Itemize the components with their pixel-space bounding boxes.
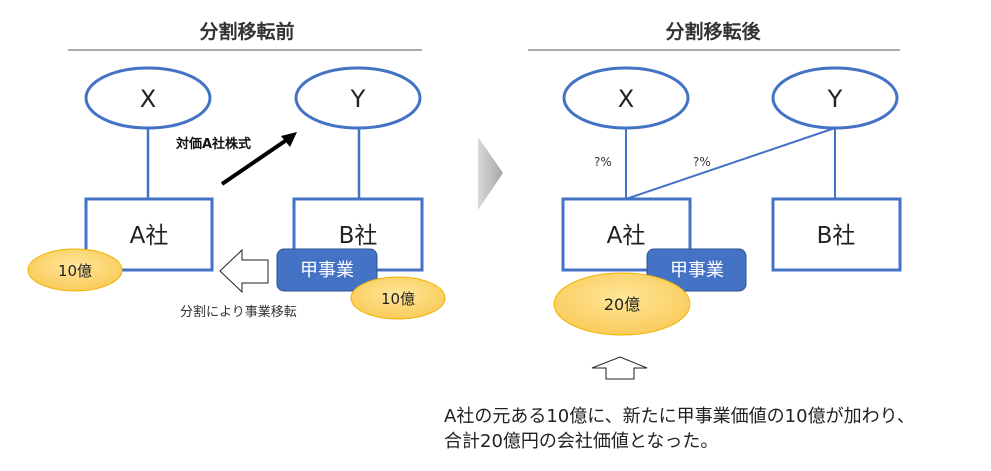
business-block: [276, 248, 378, 292]
shareholder-y-label: Y: [350, 85, 366, 113]
x-share-label: ?%: [594, 155, 612, 169]
shareholder-x-node: [562, 66, 690, 130]
after-title: 分割移転後: [665, 20, 761, 43]
up-arrow-icon: [591, 356, 648, 380]
before-panel: 分割移転前 X Y A社 B社 10億 甲事業 10億 分割により事業移転 対価…: [27, 20, 446, 320]
company-b-node: [771, 197, 902, 272]
chevron-right-icon: [478, 137, 503, 210]
a-value-badge: [553, 272, 691, 336]
transfer-arrow-icon: [219, 248, 269, 294]
company-a-label: A社: [130, 223, 169, 249]
transfer-label: 分割により事業移転: [180, 304, 297, 320]
y-a-link: [625, 127, 836, 200]
explanation-line-1: A社の元ある10億に、新たに甲事業価値の10億が加わり、: [444, 406, 915, 427]
after-panel: 分割移転後 X Y ?% ?% A社 B社 甲事業 20億: [528, 20, 902, 380]
a-value-badge: [27, 248, 123, 292]
shareholder-y-node: [294, 66, 422, 130]
shareholder-x-node: [84, 66, 212, 130]
y-share-label: ?%: [693, 155, 711, 169]
before-title: 分割移転前: [199, 20, 294, 43]
business-label: 甲事業: [670, 260, 724, 281]
shareholder-x-label: X: [140, 85, 156, 113]
a-value-label: 10億: [58, 262, 92, 280]
consideration-label: 対価A社株式: [175, 136, 251, 152]
company-a-label: A社: [607, 223, 646, 249]
shareholder-y-node: [771, 66, 899, 130]
company-b-label: B社: [817, 223, 856, 249]
explanation-line-2: 合計20億円の会社価値となった。: [444, 431, 718, 452]
a-value-label: 20億: [604, 295, 640, 314]
company-b-label: B社: [339, 223, 378, 249]
business-block: [646, 248, 747, 292]
shareholder-x-label: X: [618, 85, 634, 113]
business-value-badge: [350, 276, 446, 320]
consideration-arrow-icon: [281, 132, 297, 147]
consideration-arrow-shaft: [220, 137, 290, 186]
business-label: 甲事業: [300, 260, 354, 281]
shareholder-y-label: Y: [827, 85, 843, 113]
business-value-label: 10億: [381, 290, 415, 308]
